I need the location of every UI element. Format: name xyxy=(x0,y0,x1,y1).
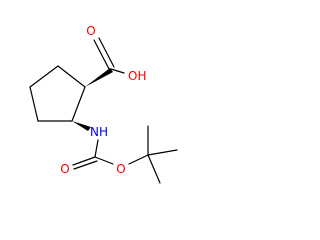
ring-bond-c1-c2 xyxy=(29,65,59,88)
cyclopentane-ring xyxy=(29,65,86,122)
carbamate-double-bond-a xyxy=(72,156,96,166)
carbamate-double-bond-b xyxy=(73,160,98,170)
wedge-bond-to-carboxyl xyxy=(85,68,113,87)
carbonyl-oxygen-label: O xyxy=(86,24,95,38)
tert-butyl-group xyxy=(147,125,178,184)
tert-butyl-methyl-right xyxy=(147,149,178,156)
carboxyl-double-bond-b xyxy=(98,37,115,68)
boc-aminocyclopentane-carboxylic-acid-structure: O OH NH O O xyxy=(29,24,178,184)
ring-bond-c4-c5 xyxy=(71,86,86,122)
wedge-bond-to-nitrogen xyxy=(72,121,91,131)
ring-bond-c5-c1 xyxy=(57,65,86,88)
amide-nitrogen-label: NH xyxy=(90,125,108,139)
nitrogen-to-carbonyl-bond xyxy=(94,139,99,158)
carboxyl-double-bond-a xyxy=(93,39,110,70)
tert-butyl-methyl-down xyxy=(147,154,161,184)
ring-bond-c2-c3 xyxy=(29,86,39,122)
carbamate-ester-oxygen-label: O xyxy=(116,162,125,176)
carbamate-carbonyl-oxygen-label: O xyxy=(60,162,69,176)
carboxylic-acid-group: O OH xyxy=(86,24,146,83)
hydroxyl-label: OH xyxy=(128,69,146,83)
ester-oxygen-to-tert-butyl-bond xyxy=(128,154,149,165)
carbamate-group: NH O O xyxy=(60,125,149,176)
carbonyl-to-ester-oxygen-bond xyxy=(94,156,114,165)
carboxyl-single-bond xyxy=(110,68,125,74)
structure-canvas: O OH NH O O xyxy=(29,24,178,184)
